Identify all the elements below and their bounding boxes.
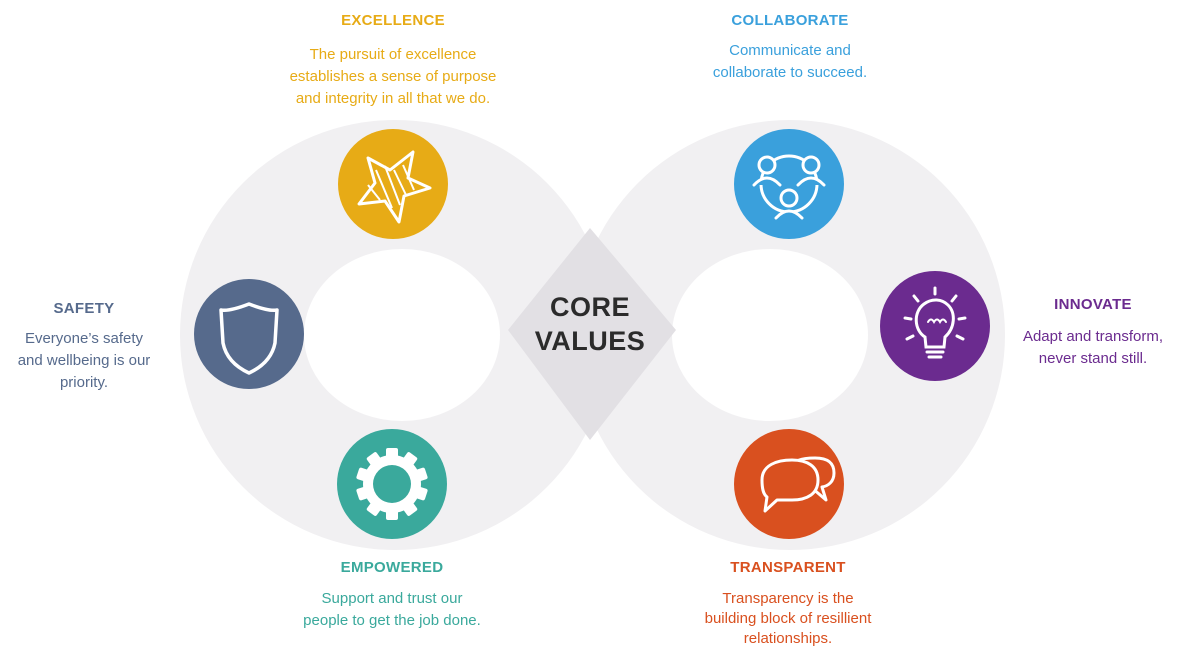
speech-bubbles-icon <box>760 456 836 513</box>
collaborate-title: COLLABORATE <box>731 12 849 29</box>
gear-tooth <box>386 448 398 460</box>
transparent-description: Transparency is the building block of re… <box>658 589 918 649</box>
center-diamond <box>508 228 676 440</box>
excellence-badge <box>338 129 448 239</box>
transparent-line-3: relationships. <box>743 630 833 647</box>
empowered-description: Support and trust our people to get the … <box>262 588 522 632</box>
safety-line-1: Everyone’s safety <box>24 330 144 347</box>
core-line-2: VALUES <box>534 326 646 356</box>
gear-tooth <box>386 508 398 520</box>
excellence-title: EXCELLENCE <box>341 12 445 29</box>
innovate-description: Adapt and transform, never stand still. <box>1000 326 1186 370</box>
collaborate-description: Communicate and collaborate to succeed. <box>650 40 930 84</box>
gear-icon <box>356 448 428 520</box>
safety-badge <box>194 279 304 389</box>
excellence-description: The pursuit of excellence establishes a … <box>243 44 543 110</box>
gear-tooth <box>402 500 418 516</box>
innovate-title: INNOVATE <box>1054 296 1132 313</box>
loop-right-lobe <box>575 120 1005 550</box>
innovate-line-1: Adapt and transform, <box>1022 328 1164 345</box>
safety-line-2: and wellbeing is our <box>17 352 151 369</box>
collaborate-badge <box>734 129 844 239</box>
excellence-line-1: The pursuit of excellence <box>309 46 477 63</box>
safety-title: SAFETY <box>53 300 115 317</box>
collaborate-line-2: collaborate to succeed. <box>712 64 868 81</box>
gear-tooth <box>366 452 382 468</box>
core-values-title: CORE VALUES <box>500 290 680 358</box>
innovate-badge <box>880 271 990 381</box>
safety-description: Everyone’s safety and wellbeing is our p… <box>0 328 168 394</box>
safety-line-3: priority. <box>59 374 109 391</box>
gear-tooth <box>402 452 418 468</box>
transparent-title: TRANSPARENT <box>730 559 846 576</box>
gear-tooth <box>356 486 371 501</box>
star-icon <box>357 150 432 224</box>
excellence-line-2: establishes a sense of purpose <box>289 68 497 85</box>
people-network-icon <box>752 154 826 220</box>
empowered-line-1: Support and trust our <box>321 590 463 607</box>
empowered-line-2: people to get the job done. <box>303 612 481 629</box>
gear-tooth <box>413 467 428 482</box>
excellence-line-3: and integrity in all that we do. <box>295 90 491 107</box>
collaborate-line-1: Communicate and <box>729 42 851 59</box>
empowered-title: EMPOWERED <box>340 559 444 576</box>
shield-icon <box>219 302 279 375</box>
gear-tooth <box>356 467 371 482</box>
lightbulb-icon <box>903 286 967 359</box>
loop-left-lobe <box>180 120 610 550</box>
transparent-line-2: building block of resillient <box>704 610 872 627</box>
transparent-badge <box>734 429 844 539</box>
empowered-badge <box>337 429 447 539</box>
loop-band <box>180 120 1005 550</box>
innovate-line-2: never stand still. <box>1038 350 1148 367</box>
gear-tooth <box>413 486 428 501</box>
gear-tooth <box>366 500 382 516</box>
core-line-1: CORE <box>549 292 630 322</box>
transparent-line-1: Transparency is the <box>722 590 854 607</box>
